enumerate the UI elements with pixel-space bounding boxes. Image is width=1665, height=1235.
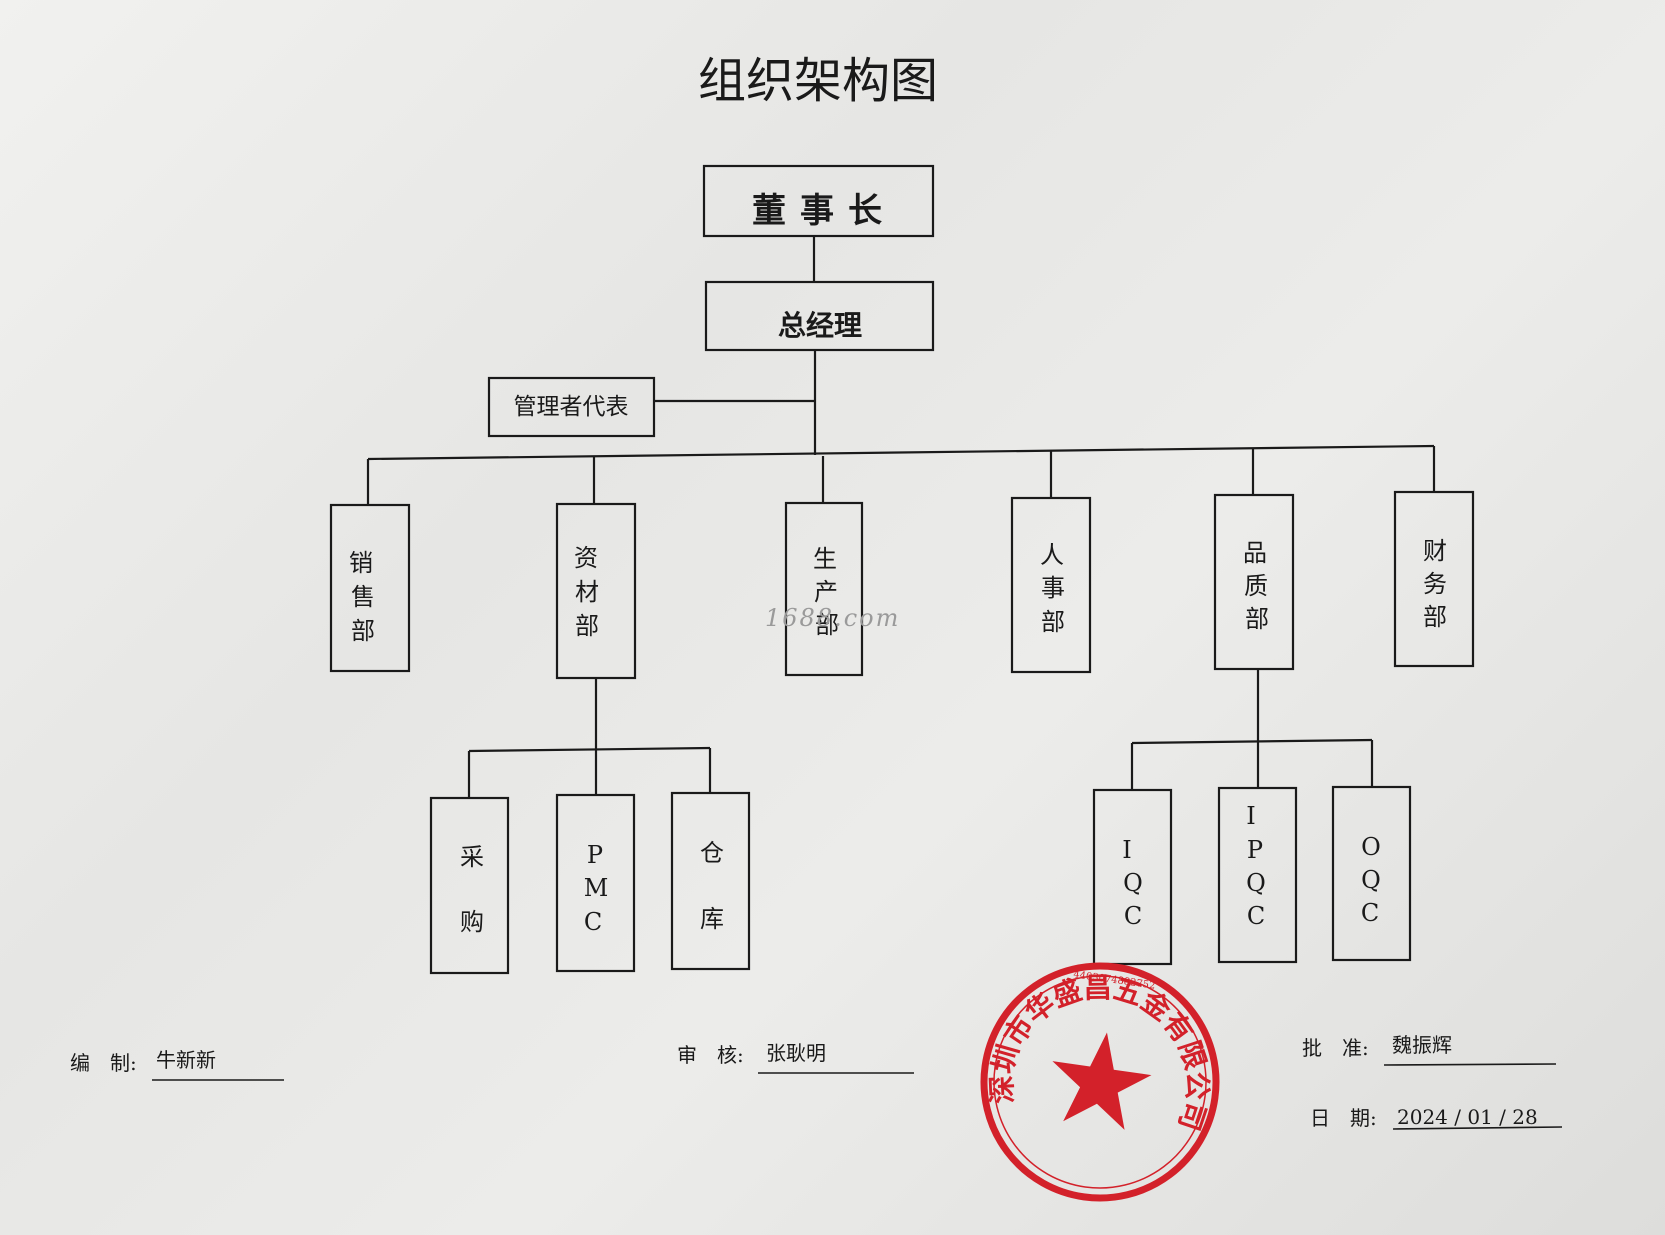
star-icon [1052, 1032, 1152, 1130]
dept-char: 产 [814, 578, 838, 606]
dept-char: 销 [349, 549, 373, 577]
dept-char: 务 [1423, 570, 1447, 598]
department-finance: 财 务 部 [1393, 490, 1475, 668]
dept-char: 售 [351, 583, 375, 611]
general-manager-box: 总经理 [704, 280, 935, 352]
subdept-char: O [1361, 833, 1381, 861]
general-manager-label: 总经理 [778, 309, 862, 342]
subdept-char: 仓 [700, 839, 724, 867]
subdept-char: C [584, 908, 602, 936]
prepared-label: 编 制: [70, 1051, 137, 1075]
subdept-pmc: P M C [555, 793, 636, 973]
dept-char: 资 [574, 544, 598, 572]
dept-char: 部 [575, 612, 599, 640]
dept-char: 人 [1040, 541, 1064, 569]
reviewed-label: 审 核: [677, 1043, 744, 1067]
subdept-char: Q [1246, 869, 1266, 897]
subdept-char: M [584, 874, 609, 902]
department-production: 生 产 部 [784, 501, 864, 677]
prepared-by: 牛新新 [156, 1048, 216, 1072]
subdept-iqc: I Q C [1092, 788, 1173, 966]
reviewed-by: 张耿明 [766, 1041, 826, 1065]
department-hr: 人 事 部 [1010, 496, 1092, 674]
chart-title: 组织架构图 [698, 53, 938, 109]
subdept-warehouse: 仓 库 [670, 791, 751, 971]
subdept-char: C [1124, 902, 1142, 930]
approved-label: 批 准: [1302, 1036, 1369, 1060]
subdept-char: 购 [460, 908, 484, 936]
dept-char: 材 [575, 578, 599, 606]
watermark: 1688.com [765, 604, 900, 632]
dept-char: 质 [1244, 572, 1268, 600]
department-quality: 品 质 部 [1213, 493, 1295, 671]
date-value: 2024 / 01 / 28 [1397, 1105, 1538, 1129]
subdept-char: C [1247, 902, 1265, 930]
subdept-char: C [1361, 899, 1379, 927]
subdept-char: P [587, 841, 603, 869]
dept-char: 部 [1041, 608, 1065, 636]
subdept-ipqc: I P Q C [1217, 786, 1298, 964]
dept-char: 品 [1243, 539, 1267, 567]
dept-char: 部 [1423, 603, 1447, 631]
management-rep-box: 管理者代表 [487, 376, 656, 438]
footer-signatures: 编 制: 牛新新 审 核: 张耿明 批 准: 魏振辉 日 期: 2024 / 0… [70, 1033, 1563, 1130]
management-rep-label: 管理者代表 [514, 394, 629, 420]
subdept-char: 采 [460, 843, 484, 871]
department-sales: 销 售 部 [329, 503, 411, 673]
subdept-purchasing: 采 购 [429, 796, 510, 975]
date-label: 日 期: [1310, 1106, 1377, 1130]
approved-by: 魏振辉 [1392, 1033, 1452, 1057]
dept-char: 部 [351, 617, 375, 645]
dept-char: 部 [1245, 605, 1269, 633]
chairman-box: 董事长 [702, 164, 935, 238]
subdept-char: I [1122, 836, 1131, 864]
subdept-char: P [1247, 836, 1263, 864]
connector-lines [366, 236, 1436, 798]
dept-char: 财 [1423, 537, 1447, 565]
subdept-char: I [1246, 802, 1255, 830]
department-materials: 资 材 部 [555, 502, 637, 680]
chairman-label: 董事长 [752, 191, 896, 231]
subdept-oqc: O Q C [1331, 785, 1412, 962]
dept-char: 部 [815, 611, 839, 639]
company-seal: 深圳市华盛昌五金有限公司 4403074882752 [980, 956, 1229, 1202]
dept-char: 事 [1041, 574, 1065, 602]
subdept-char: Q [1123, 869, 1143, 897]
dept-char: 生 [813, 545, 837, 573]
subdept-char: Q [1361, 866, 1381, 894]
subdept-char: 库 [700, 905, 724, 933]
